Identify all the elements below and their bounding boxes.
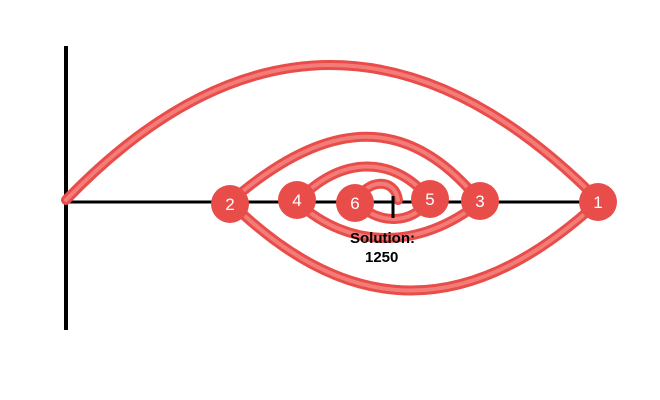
node-label: 1: [593, 193, 602, 212]
node-6: 6: [336, 184, 374, 222]
iteration-arcs: [61, 60, 603, 296]
node-label: 3: [475, 192, 484, 211]
node-3: 3: [461, 182, 499, 220]
node-circle: [579, 183, 617, 221]
node-circle: [278, 181, 316, 219]
node-circle: [211, 185, 249, 223]
node-1: 1: [579, 183, 617, 221]
iteration-nodes: 1 2 3 4 5 6: [211, 180, 617, 223]
arc-start-to-1-highlight: [64, 63, 600, 202]
node-circle: [336, 184, 374, 222]
node-label: 6: [350, 194, 359, 213]
node-2: 2: [211, 185, 249, 223]
node-label: 4: [292, 191, 301, 210]
node-circle: [411, 180, 449, 218]
arc-3-to-4-highlight: [295, 200, 482, 240]
node-4: 4: [278, 181, 316, 219]
node-label: 2: [225, 195, 234, 214]
arc-1-to-2-highlight: [228, 200, 600, 293]
arc-2-to-3-highlight: [228, 134, 482, 204]
node-circle: [461, 182, 499, 220]
node-label: 5: [425, 190, 434, 209]
axes: [64, 46, 598, 330]
solution-title: Solution:: [350, 230, 415, 247]
solution-value: 1250: [365, 249, 398, 266]
node-5: 5: [411, 180, 449, 218]
